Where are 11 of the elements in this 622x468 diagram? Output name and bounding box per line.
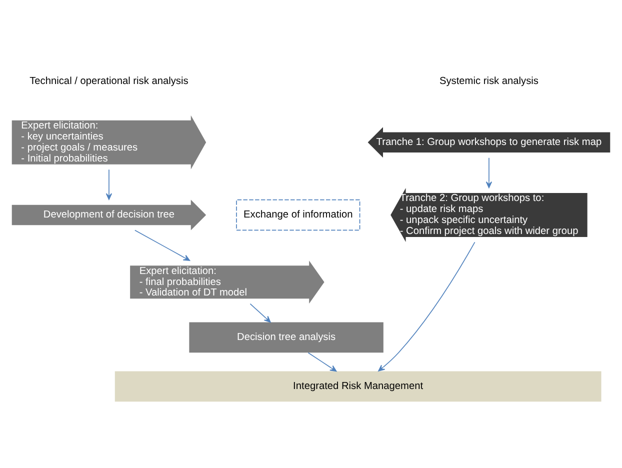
label: Technical / operational risk analysis (30, 76, 188, 88)
label: Systemic risk analysis (439, 76, 538, 88)
arrow (486, 158, 492, 188)
arrow (134, 230, 190, 261)
arrow (106, 169, 112, 200)
label: Exchange of information (244, 210, 353, 221)
node-box: Decision tree analysis (189, 322, 384, 353)
arrow (250, 303, 271, 323)
node-box: Integrated Risk Management (114, 371, 602, 402)
arrow (378, 242, 476, 372)
arrow (308, 352, 337, 372)
